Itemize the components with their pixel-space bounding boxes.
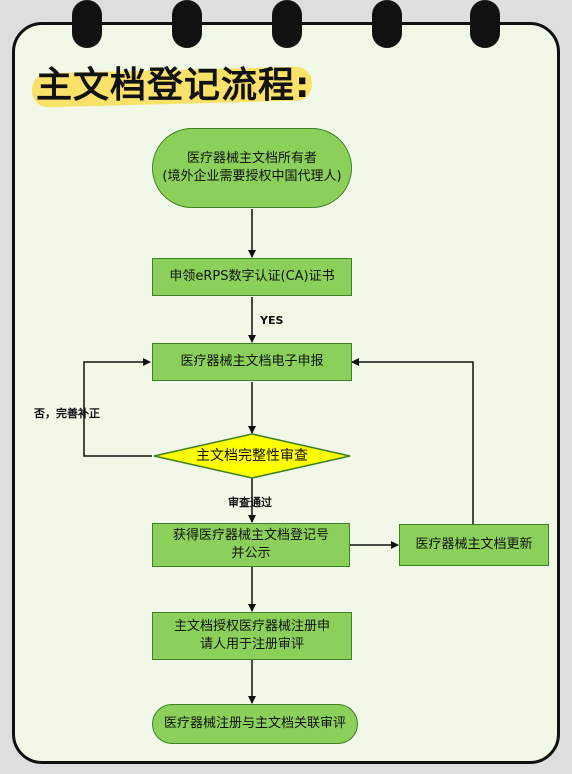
binder-ring [172,0,202,48]
arrow-reject-loop [83,358,152,457]
node-ca-certificate: 申领eRPS数字认证(CA)证书 [152,258,352,296]
edge-label-pass: 审查通过 [228,496,272,509]
node-document-update: 医疗器械主文档更新 [399,524,549,566]
node-registration-number: 获得医疗器械主文档登记号 并公示 [152,523,350,567]
arrow-update-loop [351,358,474,524]
binder-ring [72,0,102,48]
node-electronic-submission: 医疗器械主文档电子申报 [152,343,352,381]
binder-ring [272,0,302,48]
node-end: 医疗器械注册与主文档关联审评 [152,704,358,744]
node-completeness-review: 主文档完整性审查 [196,448,308,464]
node-start: 医疗器械主文档所有者 (境外企业需要授权中国代理人) [152,128,352,208]
page-title: 主文档登记流程: [36,65,311,106]
edge-label-yes: YES [260,314,284,327]
decision-diamond [153,433,351,479]
binder-ring [372,0,402,48]
binder-ring [470,0,500,48]
edge-label-reject: 否，完善补正 [34,407,100,420]
node-authorization: 主文档授权医疗器械注册申 请人用于注册审评 [152,612,352,660]
